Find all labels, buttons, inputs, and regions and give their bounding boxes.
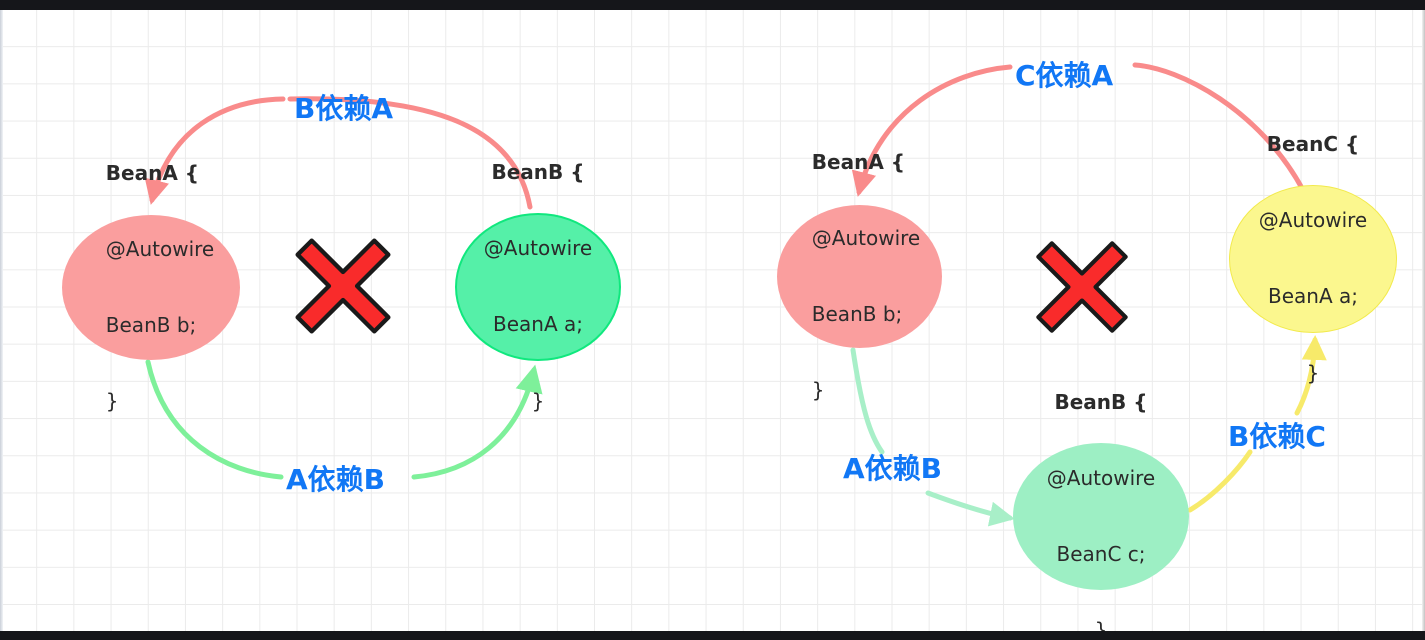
node-bean-a-right[interactable]: BeanA { @Autowire BeanB b; }	[777, 150, 942, 402]
edge-right-a-depends-b	[925, 490, 1015, 527]
edge-label-a-depends-b-right: A依赖B	[843, 452, 943, 485]
node-bean-a-right-line4: }	[811, 378, 825, 403]
edge-label-b-depends-a: B依赖A	[294, 92, 394, 125]
edge-right-a-depends-b-top	[850, 347, 885, 455]
node-bean-a-left-line3: BeanB b;	[105, 312, 197, 337]
node-bean-c-right[interactable]: BeanC { @Autowire BeanA a; }	[1229, 132, 1397, 385]
node-bean-b-right-line3: BeanC c;	[1056, 541, 1146, 566]
edge-left-b-depends-a-right	[287, 96, 533, 210]
edge-label-c-depends-a: C依赖A	[1015, 59, 1114, 92]
edge-left-b-depends-a	[144, 96, 286, 205]
node-bean-a-left-line4: }	[105, 389, 119, 414]
node-bean-a-left-line2: @Autowire	[105, 236, 215, 261]
edge-left-a-depends-b	[411, 364, 543, 480]
x-mark-icon-left	[295, 238, 391, 334]
node-bean-b-left[interactable]: BeanB { @Autowire BeanA a; }	[455, 160, 621, 413]
edge-right-c-depends-a-right	[1132, 62, 1306, 193]
node-bean-c-right-line3: BeanA a;	[1268, 284, 1358, 309]
node-bean-c-right-line4: }	[1306, 360, 1320, 385]
node-bean-a-right-title: BeanA {	[811, 149, 906, 174]
edge-right-b-depends-c	[1294, 335, 1327, 416]
x-mark-icon-right	[1036, 241, 1128, 333]
edge-left-a-depends-b-left	[145, 359, 284, 480]
edge-right-c-depends-a	[851, 64, 1013, 197]
node-bean-b-right[interactable]: BeanB { @Autowire BeanC c; }	[1013, 390, 1189, 640]
node-bean-b-left-line2: @Autowire	[483, 236, 593, 261]
node-bean-b-right-line2: @Autowire	[1046, 465, 1156, 490]
node-bean-b-left-line3: BeanA a;	[493, 312, 583, 337]
edge-label-a-depends-b: A依赖B	[286, 463, 386, 496]
node-bean-a-left[interactable]: BeanA { @Autowire BeanB b; }	[62, 161, 240, 413]
node-bean-b-left-line4: }	[531, 388, 545, 413]
node-bean-c-right-title: BeanC {	[1266, 132, 1360, 157]
node-bean-a-right-line2: @Autowire	[811, 225, 921, 250]
window-right-edge	[1422, 10, 1425, 631]
node-bean-b-right-title: BeanB {	[1054, 389, 1148, 414]
edge-right-b-depends-c-bottom	[1187, 449, 1253, 513]
node-bean-c-right-line2: @Autowire	[1258, 208, 1368, 233]
edge-label-b-depends-c: B依赖C	[1228, 420, 1326, 453]
window-top-bar	[0, 0, 1425, 10]
window-left-edge	[0, 10, 3, 631]
window-bottom-bar	[0, 631, 1425, 640]
node-bean-a-left-title: BeanA {	[105, 160, 200, 185]
node-bean-b-left-title: BeanB {	[491, 160, 585, 185]
node-bean-a-right-line3: BeanB b;	[811, 301, 903, 326]
